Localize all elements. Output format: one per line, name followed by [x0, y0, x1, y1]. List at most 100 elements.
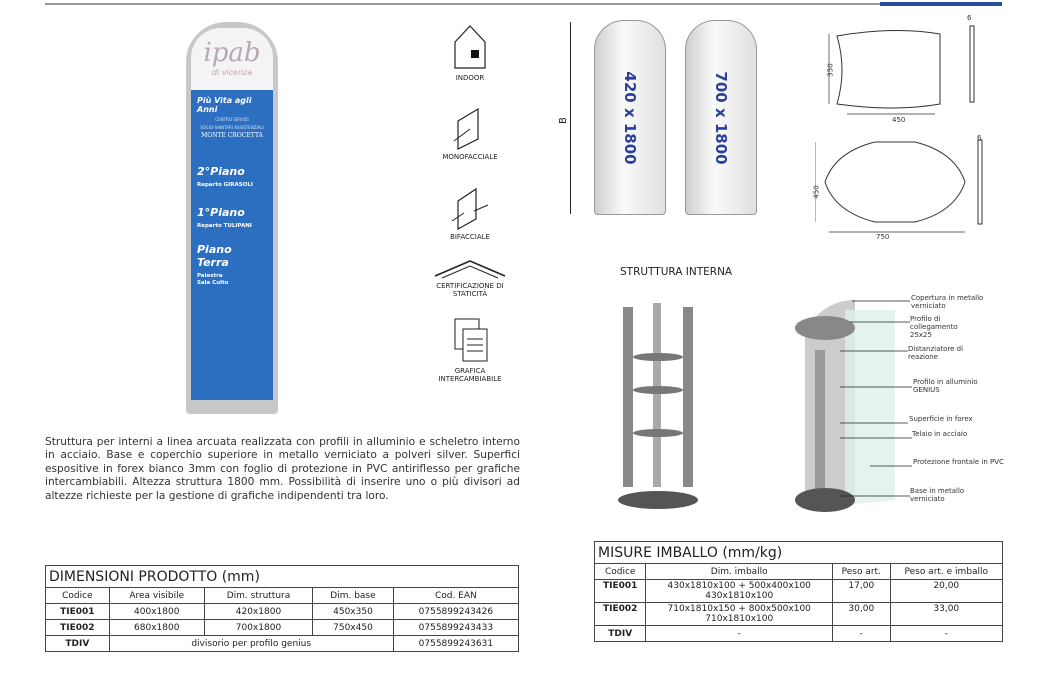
height-label: B [557, 117, 569, 124]
certificazione-feature: CERTIFICAZIONE DI STATICITÀ [432, 258, 508, 298]
icon-label: GRAFICA INTERCAMBIABILE [438, 367, 502, 383]
cell: 400x1800 [108, 603, 205, 620]
cell: 430x1810x100 [705, 591, 774, 601]
cell: 0755899243631 [392, 635, 520, 652]
cell: 20,00 [889, 579, 1004, 603]
model-size: 700 x 1800 [712, 70, 730, 165]
header-accent [880, 2, 1002, 6]
structure-label: Superficie in forex [909, 415, 973, 423]
structure-title: STRUTTURA INTERNA [620, 266, 733, 278]
sign-dept: Reparto TULIPANI [197, 223, 252, 229]
dim-label: 350 [826, 63, 835, 77]
dim-label: 450 [812, 185, 821, 199]
structure-label: Telaio in acciaio [912, 430, 968, 438]
cell: TIE001 [593, 579, 647, 603]
sign-text: MONTE CROCETTA [201, 132, 263, 139]
th: Cod. EAN [392, 587, 520, 604]
structure-label: Base in metallo verniciato [910, 487, 965, 503]
icon-label: MONOFACCIALE [442, 153, 498, 161]
cell: 680x1800 [108, 619, 205, 636]
sign-text: CENTRO SERVIZI [215, 117, 249, 122]
monofacciale-feature: MONOFACCIALE [440, 105, 500, 161]
th: Area visibile [108, 587, 205, 604]
dim-label: 750 [876, 233, 890, 241]
dim-label: 450 [892, 116, 906, 124]
certificate-icon [434, 260, 506, 279]
icon-label: CERTIFICAZIONE DI STATICITÀ [436, 282, 504, 298]
table-title: MISURE IMBALLO (mm/kg) [594, 541, 1003, 564]
double-side-icon [451, 187, 489, 231]
cell: 0755899243426 [392, 603, 520, 620]
cell: TIE002 [593, 602, 647, 626]
cell: 710x1810x100 [705, 614, 774, 624]
th: Dim. imballo [645, 563, 834, 580]
cell: TDIV [593, 625, 647, 642]
th: Peso art. e imballo [889, 563, 1004, 580]
cell: TIE002 [45, 619, 110, 636]
dim-label: 6 [977, 134, 982, 142]
structure-label: Copertura in metallo verniciato [911, 294, 984, 310]
th: Codice [593, 563, 647, 580]
cell: 700x1800 [203, 619, 314, 636]
sign-dept: Reparto GIRASOLI [197, 182, 253, 188]
cell: 30,00 [832, 602, 891, 626]
graphics-swap-icon [454, 318, 488, 362]
structure-label: Profilo in alluminio GENIUS [913, 378, 978, 394]
single-side-icon [453, 107, 479, 150]
bifacciale-feature: BIFACCIALE [440, 185, 500, 241]
cell: 450x350 [312, 603, 394, 620]
base-drawings [815, 25, 983, 233]
model-size: 420 x 1800 [621, 70, 639, 165]
model-tie001: 420 x 1800 [594, 20, 666, 215]
cell: TDIV [45, 635, 110, 652]
cell: 430x1810x100 + 500x400x100 [667, 581, 811, 591]
cell: divisorio per profilo genius [108, 635, 394, 652]
th: Peso art. [832, 563, 891, 580]
cell: TIE001 [45, 603, 110, 620]
cell: - [645, 625, 834, 642]
th: Codice [45, 587, 110, 604]
dim-label: 6 [967, 14, 972, 22]
sign-floor: 1°Piano [197, 206, 245, 219]
logo: ipab [203, 38, 261, 68]
indoor-feature: INDOOR [440, 22, 500, 82]
cell: 0755899243433 [392, 619, 520, 636]
sign-floor: 2°Piano [197, 165, 245, 178]
structure-label: Distanziatore di reazione [908, 345, 964, 361]
height-dimension-line [570, 22, 571, 214]
sign-dept: Palestra [197, 273, 223, 279]
cell: 750x450 [312, 619, 394, 636]
structure-label: Protezione frontale in PVC [913, 458, 1004, 466]
cell: 710x1810x150 + 800x500x100 [667, 604, 811, 614]
house-icon [454, 25, 486, 69]
cell: - [832, 625, 891, 642]
exploded-view-image [795, 300, 895, 512]
cell: 17,00 [832, 579, 891, 603]
grafica-feature: GRAFICA INTERCAMBIABILE [432, 315, 508, 383]
table-row: TDIV--- [593, 625, 1004, 642]
leader-lines [840, 300, 912, 497]
product-description: Struttura per interni a linea arcuata re… [45, 436, 520, 502]
cell: 33,00 [889, 602, 1004, 626]
cell: - [889, 625, 1004, 642]
th: Dim. base [312, 587, 394, 604]
sign-floor: Piano Terra [197, 243, 232, 269]
icon-label: BIFACCIALE [450, 233, 490, 241]
th: Dim. struttura [203, 587, 314, 604]
icon-label: INDOOR [455, 74, 485, 82]
header-rule [45, 3, 880, 5]
logo-sub: di vicenza [211, 68, 253, 77]
cell: 420x1800 [203, 603, 314, 620]
internal-frame-image [618, 303, 698, 509]
slogan: Più Vita agli Anni [197, 96, 252, 114]
sign-dept: Sala Culto [197, 280, 229, 286]
